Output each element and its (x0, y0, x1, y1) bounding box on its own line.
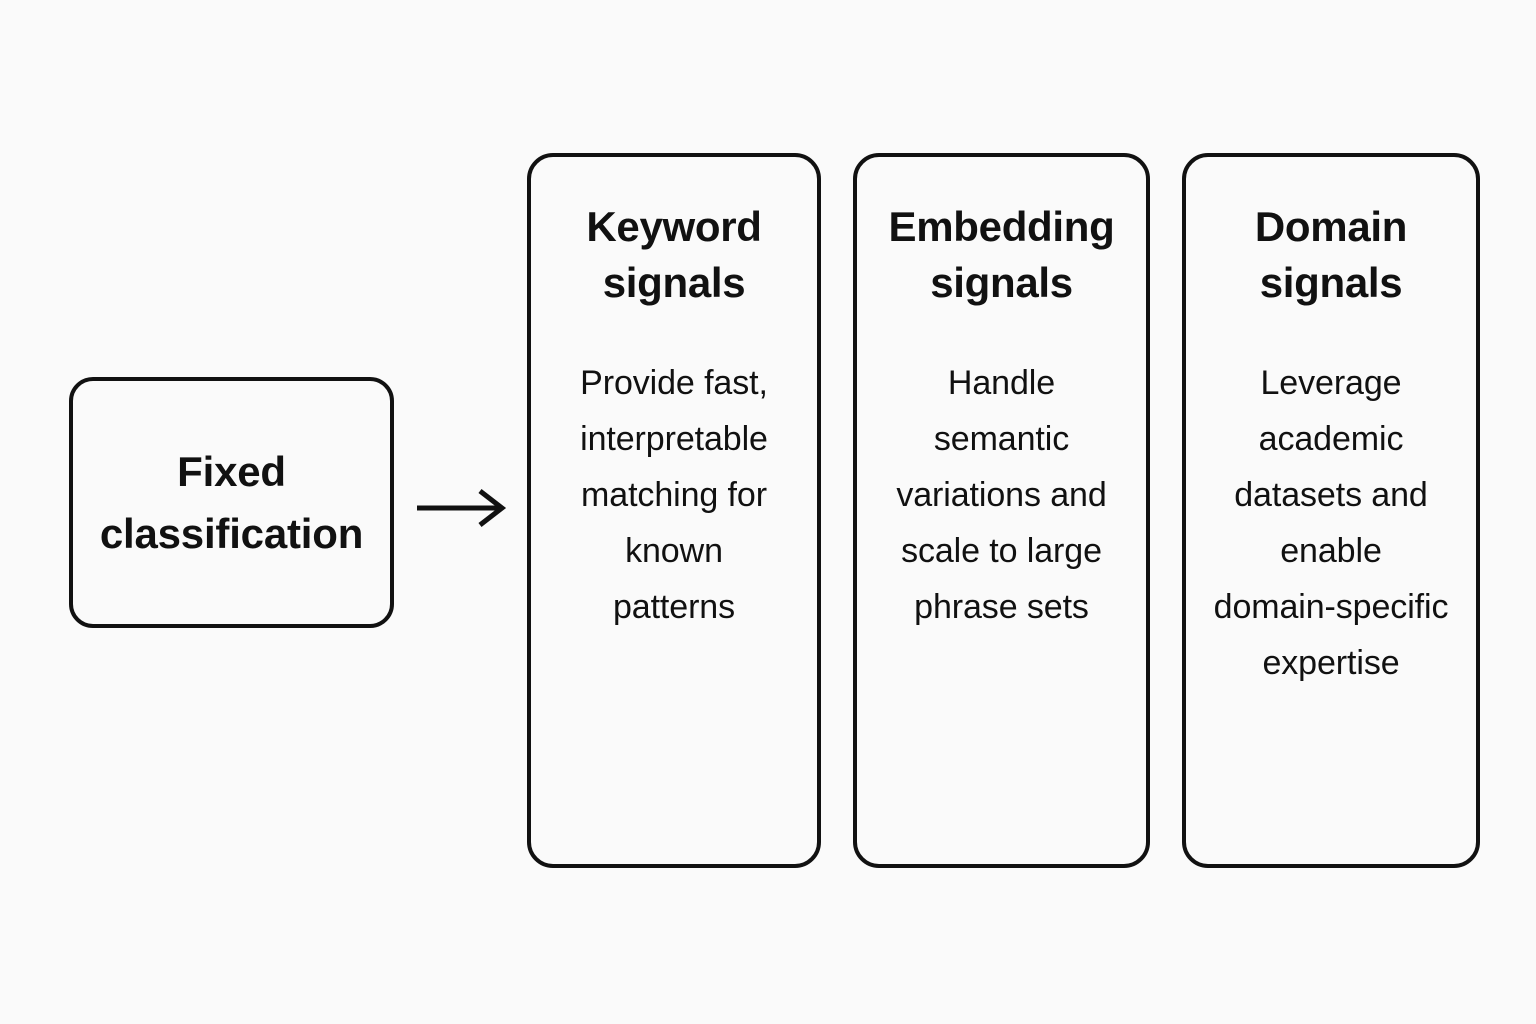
signal-card-title: Domain signals (1254, 203, 1408, 306)
source-node-label: Fixed classification (99, 447, 364, 557)
signal-card-keyword[interactable]: Keyword signals Provide fast, interpreta… (527, 153, 821, 868)
arrow-right-icon (410, 470, 520, 550)
signal-card-body: Leverage academic datasets and enable do… (1213, 364, 1449, 682)
source-node-fixed-classification[interactable]: Fixed classification (69, 377, 394, 628)
signal-card-title: Embedding signals (888, 203, 1115, 306)
signal-card-domain[interactable]: Domain signals Leverage academic dataset… (1182, 153, 1480, 868)
signal-card-body: Provide fast, interpretable matching for… (580, 364, 768, 626)
signal-card-body: Handle semantic variations and scale to … (896, 364, 1107, 626)
signal-card-title: Keyword signals (586, 203, 762, 306)
signal-card-embedding[interactable]: Embedding signals Handle semantic variat… (853, 153, 1150, 868)
